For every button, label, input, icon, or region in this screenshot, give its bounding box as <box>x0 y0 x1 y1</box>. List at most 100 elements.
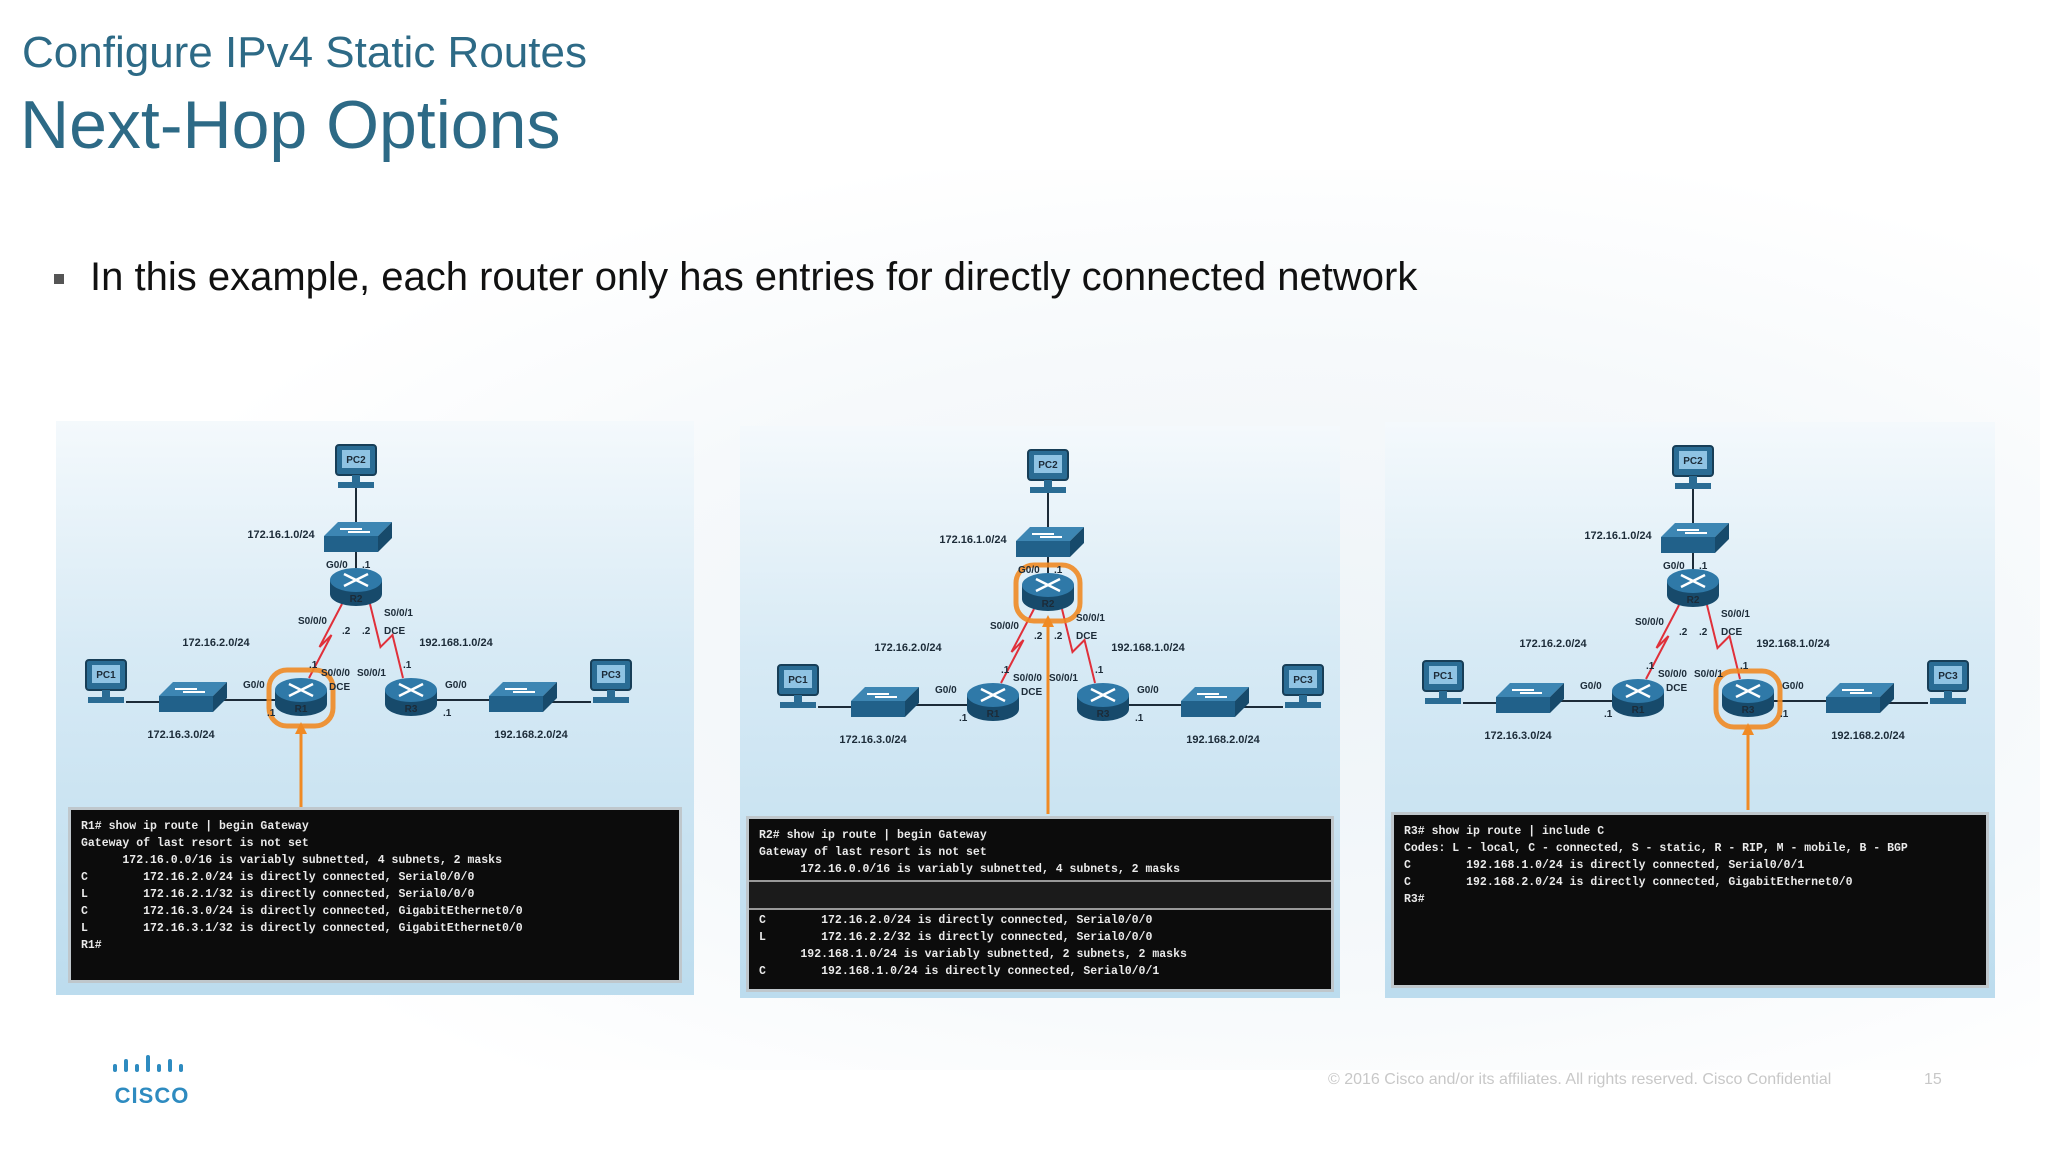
serial-link <box>1061 608 1096 684</box>
pc-icon: PC2 <box>335 444 377 488</box>
network-label: 172.16.2.0/24 <box>1519 638 1587 650</box>
interface-label: .1 <box>309 660 318 671</box>
interface-label: S0/0/0 <box>298 616 327 627</box>
switch-icon <box>324 522 392 552</box>
router-label: R1 <box>295 704 308 715</box>
terminal-line: R1# <box>81 939 102 952</box>
terminal-line: C 172.16.2.0/24 is directly connected, S… <box>759 914 1153 927</box>
pc-icon: PC3 <box>1282 664 1324 708</box>
terminal-line: C 172.16.3.0/24 is directly connected, G… <box>81 905 523 918</box>
serial-link <box>1000 608 1035 684</box>
arrow-head-icon <box>295 722 307 734</box>
router-label: R3 <box>405 704 418 715</box>
interface-label: .1 <box>1095 665 1104 676</box>
interface-label: DCE <box>1076 631 1097 642</box>
network-label: 192.168.2.0/24 <box>494 729 568 741</box>
terminal-line: R1# show ip route | begin Gateway <box>81 820 309 833</box>
network-label: 192.168.1.0/24 <box>419 637 493 649</box>
interface-label: G0/0 <box>1018 565 1040 576</box>
interface-label: S0/0/0 <box>1658 669 1687 680</box>
interface-label: G0/0 <box>1580 681 1602 692</box>
interface-label: G0/0 <box>326 560 348 571</box>
interface-label: S0/0/0 <box>1013 673 1042 684</box>
terminal-line: C 192.168.1.0/24 is directly connected, … <box>759 965 1160 978</box>
interface-label: .2 <box>1054 631 1063 642</box>
terminal-line: R3# <box>1404 893 1425 906</box>
interface-label: S0/0/1 <box>1694 669 1723 680</box>
cisco-logo: CISCO <box>112 1054 192 1109</box>
interface-label: .2 <box>342 626 351 637</box>
pc-icon: PC1 <box>1422 660 1464 704</box>
pc-label: PC2 <box>1038 460 1058 471</box>
network-label: 172.16.1.0/24 <box>1584 530 1652 542</box>
router-label: R1 <box>1632 705 1645 716</box>
terminal-line: Codes: L - local, C - connected, S - sta… <box>1404 842 1908 855</box>
interface-label: G0/0 <box>1137 685 1159 696</box>
interface-label: .2 <box>1679 627 1688 638</box>
bullet-square-icon <box>54 273 64 284</box>
interface-label: S0/0/1 <box>1721 609 1750 620</box>
interface-label: .1 <box>1001 665 1010 676</box>
switch-icon <box>159 682 227 712</box>
interface-label: S0/0/1 <box>384 608 413 619</box>
router-label: R3 <box>1097 709 1110 720</box>
pc-icon: PC2 <box>1027 449 1069 493</box>
serial-link <box>1706 604 1741 680</box>
arrow-head-icon <box>1042 615 1054 627</box>
router-label: R2 <box>1687 595 1700 606</box>
terminal-line: Gateway of last resort is not set <box>81 837 309 850</box>
pc-label: PC2 <box>1683 456 1703 467</box>
interface-label: .1 <box>1054 565 1063 576</box>
interface-label: S0/0/0 <box>990 621 1019 632</box>
router-icon: R2 <box>330 568 382 606</box>
terminal-line: Gateway of last resort is not set <box>759 846 987 859</box>
bullet-text: In this example, each router only has en… <box>90 255 1418 299</box>
network-label: 172.16.1.0/24 <box>939 534 1007 546</box>
network-label: 172.16.1.0/24 <box>247 529 315 541</box>
network-label: 192.168.2.0/24 <box>1831 730 1905 742</box>
interface-label: DCE <box>1021 687 1042 698</box>
pc-label: PC3 <box>1293 675 1313 686</box>
interface-label: .1 <box>443 708 452 719</box>
interface-label: DCE <box>1721 627 1742 638</box>
pc-icon: PC1 <box>85 659 127 703</box>
terminal-line: 172.16.0.0/16 is variably subnetted, 4 s… <box>81 854 502 867</box>
switch-icon <box>1826 683 1894 713</box>
interface-label: G0/0 <box>243 680 265 691</box>
network-label: 192.168.1.0/24 <box>1111 642 1185 654</box>
footer-copyright: © 2016 Cisco and/or its affiliates. All … <box>1328 1071 1832 1088</box>
pc-label: PC3 <box>1938 671 1958 682</box>
interface-label: .1 <box>267 708 276 719</box>
interface-label: .1 <box>959 713 968 724</box>
terminal-line: L 172.16.2.2/32 is directly connected, S… <box>759 931 1153 944</box>
pc-label: PC1 <box>96 670 116 681</box>
terminal-line: R2# show ip route | begin Gateway <box>759 829 987 842</box>
router-icon: R2 <box>1013 562 1083 624</box>
interface-label: .1 <box>362 560 371 571</box>
slide-title: Next-Hop Options <box>20 87 561 163</box>
pc-label: PC1 <box>1433 671 1453 682</box>
interface-label: .2 <box>1699 627 1708 638</box>
page-number: 15 <box>1924 1071 1942 1088</box>
network-label: 172.16.2.0/24 <box>874 642 942 654</box>
pc-icon: PC3 <box>590 659 632 703</box>
network-label: 172.16.3.0/24 <box>839 734 907 746</box>
router-icon: R3 <box>1077 683 1129 721</box>
router-icon: R1 <box>967 683 1019 721</box>
router-icon: R3 <box>385 678 437 716</box>
network-label: 172.16.3.0/24 <box>1484 730 1552 742</box>
interface-label: .1 <box>1135 713 1144 724</box>
cisco-bridge-icon <box>113 1055 183 1072</box>
router-label: R2 <box>350 594 363 605</box>
interface-label: S0/0/1 <box>1049 673 1078 684</box>
router-icon: R2 <box>1667 569 1719 607</box>
serial-link <box>369 603 404 679</box>
